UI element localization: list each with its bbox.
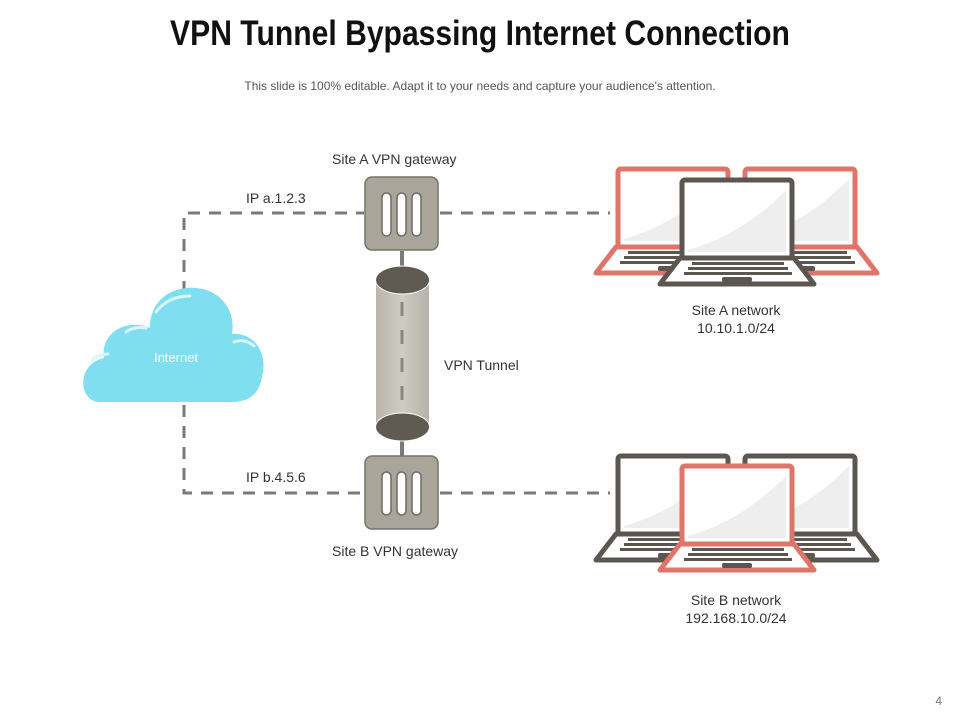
connector-internet-site-a — [182, 211, 364, 293]
internet-label: Internet — [153, 350, 199, 365]
gateway-b-icon — [364, 455, 439, 530]
site-a-network-label: Site A network — [691, 302, 781, 318]
slide-title: VPN Tunnel Bypassing Internet Connection — [170, 14, 790, 53]
connector-internet-site-b — [182, 405, 364, 495]
site-b-network-label: Site B network — [690, 592, 782, 608]
slide-subtitle: This slide is 100% editable. Adapt it to… — [244, 79, 716, 93]
site-a-gateway-label: Site A VPN gateway — [332, 151, 457, 167]
site-a-laptops-icon — [596, 169, 877, 284]
site-a-subnet-label: 10.10.1.0/24 — [697, 320, 775, 336]
site-b-subnet-label: 192.168.10.0/24 — [685, 610, 787, 626]
page-number: 4 — [935, 694, 942, 708]
site-a-ip-label: IP a.1.2.3 — [246, 190, 306, 206]
site-b-gateway-label: Site B VPN gateway — [332, 543, 459, 559]
tunnel-cylinder-icon — [375, 265, 430, 442]
site-b-ip-label: IP b.4.5.6 — [246, 469, 306, 485]
cloud-icon — [83, 287, 264, 402]
site-b-laptops-icon — [596, 456, 877, 570]
gateway-a-icon — [364, 176, 439, 251]
vpn-tunnel-label: VPN Tunnel — [444, 357, 519, 373]
